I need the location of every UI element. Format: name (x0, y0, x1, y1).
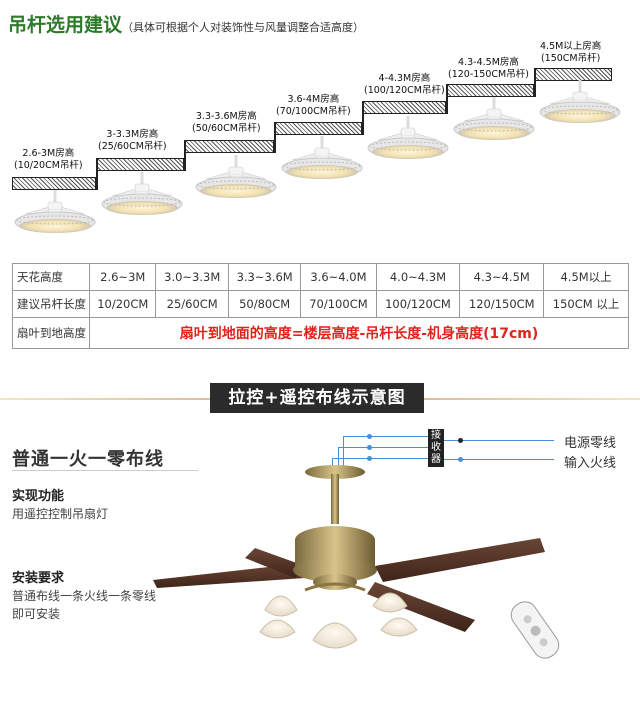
install-heading: 安装要求 (12, 571, 65, 586)
table-row: 扇叶到地高度 扇叶到地面的高度=楼层高度-吊杆长度-机身高度(17cm) (12, 317, 629, 349)
height-label-1: 2.6-3M房高(10/20CM吊杆) (14, 148, 83, 171)
function-heading: 实现功能 (12, 489, 65, 504)
brass-ceiling-fan-icon (153, 465, 545, 649)
junction-dot (458, 457, 463, 462)
table-cell: 3.0~3.3M (155, 263, 229, 291)
height-label-5: 4-4.3M房高(100/120CM吊杆) (364, 73, 445, 96)
wire (332, 458, 429, 459)
wire (343, 436, 344, 476)
install-text: 普通布线一条火线一条零线即可安装 (12, 589, 157, 621)
row-label: 天花高度 (12, 263, 90, 291)
spec-table: 天花高度 2.6~3M 3.0~3.3M 3.3~3.6M 3.6~4.0M 4… (12, 263, 629, 349)
ceiling-slab-1 (12, 177, 96, 190)
height-label-3: 3.3-3.6M房高(50/60CM吊杆) (192, 111, 261, 134)
step-riser-1 (96, 158, 98, 190)
table-cell: 150CM 以上 (543, 290, 629, 318)
page-title: 吊杆选用建议（具体可根据个人对装饰性与风量调整合适高度） (8, 10, 364, 37)
title-subtitle: （具体可根据个人对装饰性与风量调整合适高度） (122, 21, 365, 34)
ceiling-fan-light-icon (367, 115, 449, 160)
table-cell: 3.6~4.0M (300, 263, 377, 291)
table-cell: 4.3~4.5M (459, 263, 545, 291)
junction-dot (367, 445, 372, 450)
table-row: 天花高度 2.6~3M 3.0~3.3M 3.3~3.6M 3.6~4.0M 4… (12, 263, 629, 291)
section-banner: 拉控+遥控布线示意图 (210, 383, 424, 413)
height-label-2: 3-3.3M房高(25/60CM吊杆) (98, 129, 167, 152)
row-label: 扇叶到地高度 (12, 317, 90, 349)
table-cell: 100/120CM (375, 290, 461, 318)
title-main: 吊杆选用建议 (8, 14, 123, 36)
height-label-7: 4.5M以上房高(150CM吊杆) (540, 41, 602, 64)
ceiling-fan-light-icon (453, 96, 535, 141)
remote-control-icon (510, 601, 560, 659)
step-riser-6 (534, 68, 536, 97)
receiver-box: 接收器 (428, 429, 444, 467)
table-cell: 3.3~3.6M (227, 263, 302, 291)
junction-dot (367, 456, 372, 461)
wire (444, 459, 554, 460)
height-label-6: 4.3-4.5M房高(120-150CM吊杆) (448, 57, 529, 80)
live-wire-label: 输入火线 (564, 456, 617, 471)
row-label: 建议吊杆长度 (12, 290, 90, 318)
fan-lights-illustration (14, 79, 621, 234)
table-cell: 120/150CM (459, 290, 545, 318)
ceiling-fan-light-icon (101, 171, 183, 216)
wire (444, 440, 554, 441)
table-cell: 10/20CM (88, 290, 157, 318)
table-cell: 50/80CM (227, 290, 302, 318)
junction-dot (458, 438, 463, 443)
height-label-4: 3.6-4M房高(70/100CM吊杆) (276, 94, 351, 117)
wire (343, 436, 429, 437)
wiring-title: 普通一火一零布线 (12, 449, 164, 470)
ceiling-fan-light-icon (539, 79, 621, 124)
height-formula: 扇叶到地面的高度=楼层高度-吊杆长度-机身高度(17cm) (89, 317, 629, 349)
table-cell: 70/100CM (300, 290, 377, 318)
neutral-wire-label: 电源零线 (564, 436, 617, 451)
function-text: 用遥控控制吊扇灯 (12, 507, 109, 521)
wire (338, 447, 429, 448)
table-cell: 2.6~3M (88, 263, 157, 291)
ceiling-fan-light-icon (281, 135, 363, 180)
table-cell: 4.5M以上 (543, 263, 629, 291)
ceiling-fan-light-icon (14, 189, 96, 234)
table-cell: 25/60CM (155, 290, 229, 318)
table-cell: 4.0~4.3M (375, 263, 461, 291)
junction-dot (367, 434, 372, 439)
step-riser-5 (446, 84, 448, 114)
wire (338, 447, 339, 476)
step-riser-2 (184, 140, 186, 171)
table-row: 建议吊杆长度 10/20CM 25/60CM 50/80CM 70/100CM … (12, 290, 629, 318)
step-riser-3 (274, 122, 276, 153)
step-riser-4 (362, 101, 364, 135)
ceiling-fan-light-icon (195, 154, 277, 199)
divider (12, 470, 198, 471)
